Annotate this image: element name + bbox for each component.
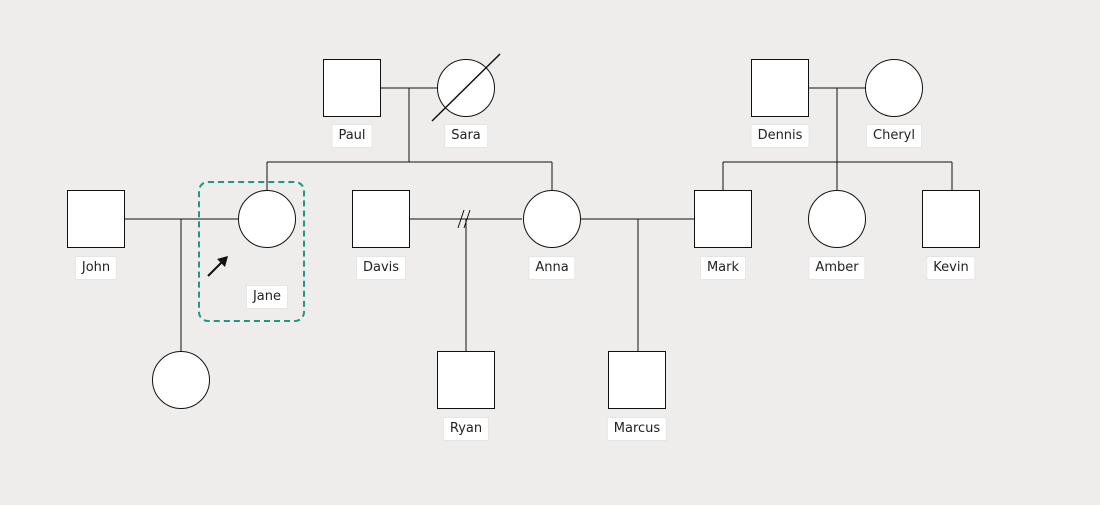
person-john-label: John — [75, 257, 117, 279]
person-davis-label: Davis — [356, 257, 406, 279]
person-amber-circle[interactable] — [808, 190, 866, 248]
separation-mark-2 — [463, 209, 471, 229]
proband-selection-frame — [198, 181, 305, 322]
person-anna-label: Anna — [529, 257, 575, 279]
person-cheryl-label: Cheryl — [867, 125, 921, 147]
person-marcus-label: Marcus — [607, 418, 667, 440]
person-paul-label: Paul — [332, 125, 372, 147]
person-jane-label: Jane — [246, 286, 288, 308]
person-mark-square[interactable] — [694, 190, 752, 248]
person-cheryl-circle[interactable] — [865, 59, 923, 117]
person-dennis-square[interactable] — [751, 59, 809, 117]
person-marcus-square[interactable] — [608, 351, 666, 409]
person-davis-square[interactable] — [352, 190, 410, 248]
person-paul-square[interactable] — [323, 59, 381, 117]
person-mark-label: Mark — [700, 257, 746, 279]
person-john-square[interactable] — [67, 190, 125, 248]
person-amber-label: Amber — [809, 257, 865, 279]
person-kevin-square[interactable] — [922, 190, 980, 248]
person-jane-circle[interactable] — [238, 190, 296, 248]
person-kevin-label: Kevin — [927, 257, 975, 279]
person-sara-label: Sara — [445, 125, 487, 147]
person-dennis-label: Dennis — [751, 125, 809, 147]
person-ryan-label: Ryan — [443, 418, 489, 440]
person-sara-circle[interactable] — [437, 59, 495, 117]
person-anna-circle[interactable] — [523, 190, 581, 248]
person-unnamed-child-circle[interactable] — [152, 351, 210, 409]
separation-mark-1 — [457, 209, 465, 229]
person-ryan-square[interactable] — [437, 351, 495, 409]
